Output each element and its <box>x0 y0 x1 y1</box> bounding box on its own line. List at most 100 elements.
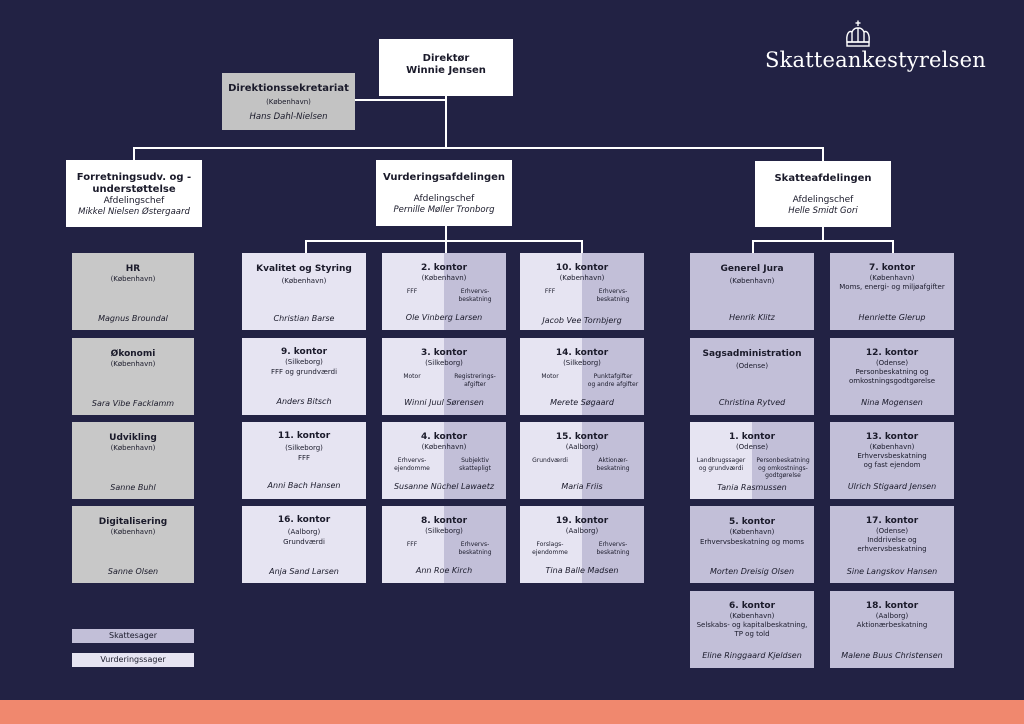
unit-city: (København) <box>869 443 915 451</box>
unit-city: (Aalborg) <box>565 443 599 451</box>
unit-left-subject: Forslags- ejendomme <box>532 541 568 556</box>
org-unit-box: HR (København) Magnus Broundal <box>72 253 194 330</box>
unit-title: 3. kontor <box>420 348 468 358</box>
unit-title: Udvikling <box>109 433 157 443</box>
department-person: Helle Smidt Gori <box>788 206 858 216</box>
unit-left-subject: Landbrugssager og grundværdi <box>696 457 746 472</box>
connector-vurdering-col3 <box>581 240 583 254</box>
unit-person: Morten Dreisig Olsen <box>709 567 795 576</box>
unit-city: (København) <box>110 360 156 368</box>
unit-city: (Aalborg) <box>565 527 599 535</box>
unit-left-subject: Motor <box>541 373 559 380</box>
unit-title: 7. kontor <box>868 263 916 273</box>
connector-vurdering-col2 <box>445 240 447 254</box>
unit-city: (Odense) <box>875 359 909 367</box>
director-box: Direktør Winnie Jensen <box>379 39 513 96</box>
org-unit-box: 3. kontor (Silkeborg) Motor Registrering… <box>382 338 506 415</box>
secretariat-box: Direktionssekretariat (København) Hans D… <box>222 73 355 130</box>
org-unit-box: 9. kontor (Silkeborg) FFF og grundværdi … <box>242 338 366 415</box>
org-unit-box: 13. kontor (København) Erhvervsbeskatnin… <box>830 422 954 499</box>
unit-person: Sanne Buhl <box>110 483 156 492</box>
unit-title: 16. kontor <box>277 515 331 525</box>
unit-person: Anni Bach Hansen <box>267 481 341 490</box>
connector-skat-col2 <box>892 240 894 254</box>
unit-person: Jacob Vee Tornbjerg <box>542 316 622 325</box>
unit-right-subject: Punktafgifter og andre afgifter <box>587 373 639 388</box>
unit-person: Susanne Nüchel Lawaetz <box>393 482 495 491</box>
org-unit-box: 10. kontor (København) FFF Erhvervs- bes… <box>520 253 644 330</box>
unit-title: 12. kontor <box>865 348 919 358</box>
unit-right-subject: Erhvervs- beskatning <box>596 288 630 303</box>
unit-left-subject: Grundværdi <box>532 457 568 464</box>
unit-person: Anja Sand Larsen <box>269 567 339 576</box>
unit-person: Tina Balle Madsen <box>545 566 619 575</box>
connector-dept1-up <box>133 147 135 161</box>
unit-person: Anders Bitsch <box>276 397 332 406</box>
org-unit-box: Udvikling (København) Sanne Buhl <box>72 422 194 499</box>
unit-person: Merete Søgaard <box>550 398 614 407</box>
unit-description: Inddrivelse og erhvervsbeskatning <box>857 536 927 553</box>
unit-description: Aktionærbeskatning <box>856 621 928 629</box>
department-box: Skatteafdelingen Afdelingschef Helle Smi… <box>755 161 891 227</box>
org-unit-box: 17. kontor (Odense) Inddrivelse og erhve… <box>830 506 954 583</box>
unit-right-subject: Erhvervs- beskatning <box>458 288 492 303</box>
unit-person: Sara Vibe Facklamm <box>91 399 175 408</box>
org-unit-box: 1. kontor (Odense) Landbrugssager og gru… <box>690 422 814 499</box>
unit-city: (Aalborg) <box>875 612 909 620</box>
unit-person: Tania Rasmussen <box>717 483 787 492</box>
unit-title: Digitalisering <box>98 517 168 527</box>
unit-person: Sine Langskov Hansen <box>846 567 938 576</box>
department-person: Mikkel Nielsen Østergaard <box>78 207 190 217</box>
department-title: Skatteafdelingen <box>774 173 872 184</box>
unit-title: 5. kontor <box>728 517 776 527</box>
unit-left-subject: Motor <box>403 373 421 380</box>
unit-person: Sanne Olsen <box>107 567 159 576</box>
department-title: Vurderingsafdelingen <box>382 172 506 183</box>
legend-vurderingssager: Vurderingssager <box>72 653 194 667</box>
unit-city: (Odense) <box>735 443 769 451</box>
unit-left-subject: FFF <box>406 288 418 295</box>
unit-city: (Odense) <box>875 527 909 535</box>
org-unit-box: 16. kontor (Aalborg) Grundværdi Anja San… <box>242 506 366 583</box>
unit-city: (Silkeborg) <box>285 358 323 366</box>
unit-title: 14. kontor <box>555 348 609 358</box>
org-unit-box: 18. kontor (Aalborg) Aktionærbeskatning … <box>830 591 954 668</box>
unit-person: Henrik Klitz <box>729 313 775 322</box>
unit-left-subject: FFF <box>544 288 556 295</box>
unit-title: 1. kontor <box>728 432 776 442</box>
unit-description: FFF <box>297 454 311 462</box>
unit-description: Erhvervsbeskatning og moms <box>699 538 805 546</box>
unit-left-subject: FFF <box>406 541 418 548</box>
org-unit-box: 6. kontor (København) Selskabs- og kapit… <box>690 591 814 668</box>
org-unit-box: 19. kontor (Aalborg) Forslags- ejendomme… <box>520 506 644 583</box>
crown-icon <box>846 20 870 47</box>
unit-title: Kvalitet og Styring <box>256 264 352 274</box>
org-unit-box: Økonomi (København) Sara Vibe Facklamm <box>72 338 194 415</box>
unit-title: 17. kontor <box>865 516 919 526</box>
unit-city: (Aalborg) <box>287 528 321 536</box>
unit-title: HR <box>125 264 141 274</box>
org-unit-box: 2. kontor (København) FFF Erhvervs- besk… <box>382 253 506 330</box>
connector-vurdering-down <box>445 225 447 241</box>
unit-title: Generel Jura <box>720 264 784 274</box>
footer-band <box>0 700 1024 724</box>
connector-skat-down <box>822 227 824 241</box>
unit-city: (Silkeborg) <box>425 527 463 535</box>
unit-title: 10. kontor <box>555 263 609 273</box>
org-unit-box: 4. kontor (København) Erhvervs- ejendomm… <box>382 422 506 499</box>
org-unit-box: Generel Jura (København) Henrik Klitz <box>690 253 814 330</box>
unit-city: (København) <box>421 443 467 451</box>
unit-city: (København) <box>559 274 605 282</box>
unit-person: Ulrich Stigaard Jensen <box>847 482 937 491</box>
unit-right-subject: Subjektiv skattepligt <box>459 457 491 472</box>
unit-right-subject: Aktionær- beskatning <box>596 457 630 472</box>
unit-person: Malene Buus Christensen <box>841 651 943 660</box>
unit-person: Nina Mogensen <box>861 398 923 407</box>
unit-title: 19. kontor <box>555 516 609 526</box>
connector-director-down <box>445 96 447 148</box>
department-role: Afdelingschef <box>413 194 475 204</box>
unit-person: Henriette Glerup <box>858 313 926 322</box>
connector-vurdering-col1 <box>305 240 307 254</box>
connector-skat-horizontal <box>752 240 894 242</box>
department-role: Afdelingschef <box>792 195 854 205</box>
